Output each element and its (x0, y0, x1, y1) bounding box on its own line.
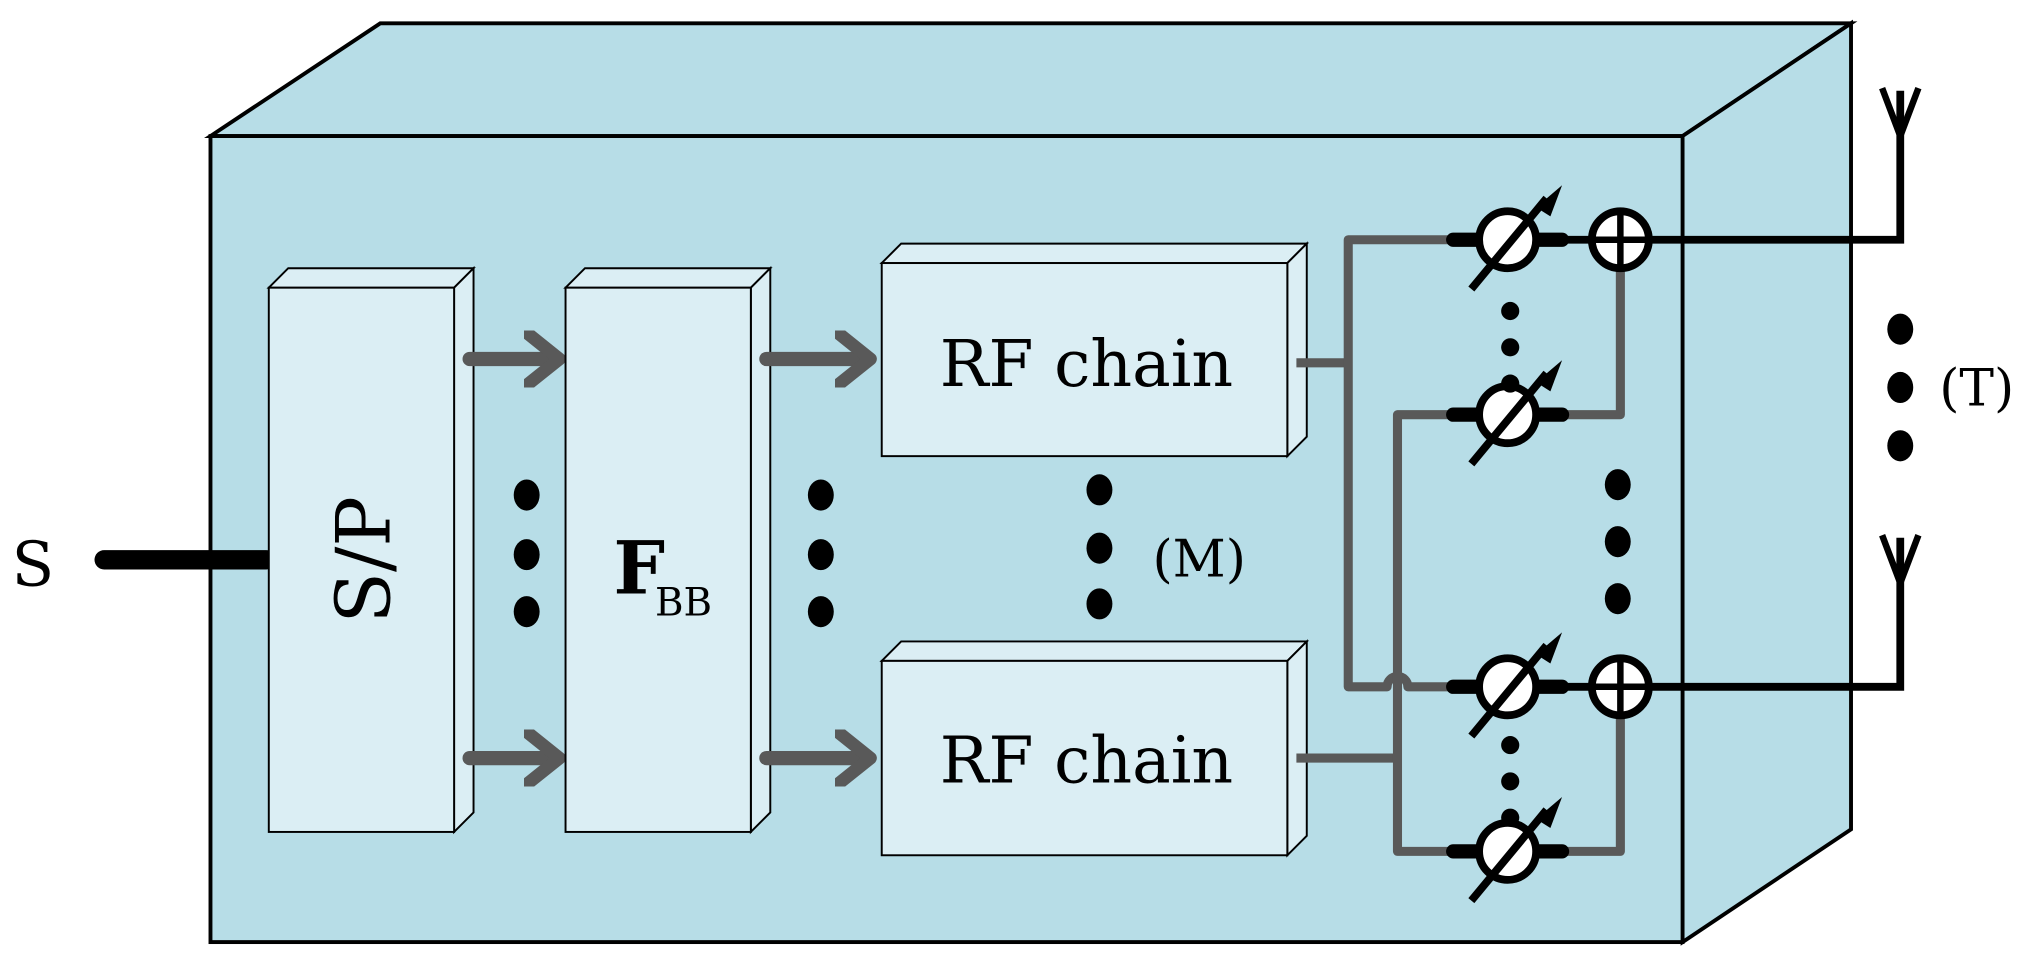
phase-shifter-icon (1446, 360, 1570, 467)
precoder-label: F (613, 526, 665, 611)
input-label: S (12, 528, 55, 601)
antenna-icon (1879, 86, 1922, 146)
rf-chain-bottom: RF chain (879, 639, 1310, 858)
ellipsis-dots (807, 479, 834, 628)
antenna-icon (1879, 534, 1922, 593)
serial-parallel-label: S/P (319, 496, 407, 623)
ellipsis-dots (1887, 313, 1914, 462)
ellipsis-dots (1501, 301, 1520, 827)
ellipsis-dots (513, 479, 540, 628)
phase-shifter-icon (1446, 632, 1570, 739)
phase-shifters (1446, 185, 1570, 904)
analog-network-wiring (1296, 235, 1625, 856)
rf-chain-label: RF chain (940, 724, 1233, 799)
ellipsis-dots (1086, 474, 1113, 620)
baseband-precoder-block: F BB (563, 265, 773, 835)
antenna-count-label: (T) (1939, 359, 2014, 419)
phase-shifter-icon (1446, 185, 1570, 292)
ellipsis-dots (1604, 469, 1631, 615)
rf-chain-label: RF chain (940, 327, 1233, 402)
adder-icon (1587, 207, 1653, 273)
serial-parallel-block: S/P (266, 265, 476, 835)
rf-count-label: (M) (1152, 530, 1246, 590)
precoder-subscript: BB (655, 581, 712, 626)
rf-chain-top: RF chain (879, 241, 1310, 459)
adder-icon (1587, 654, 1653, 720)
phase-shifter-icon (1446, 796, 1570, 904)
